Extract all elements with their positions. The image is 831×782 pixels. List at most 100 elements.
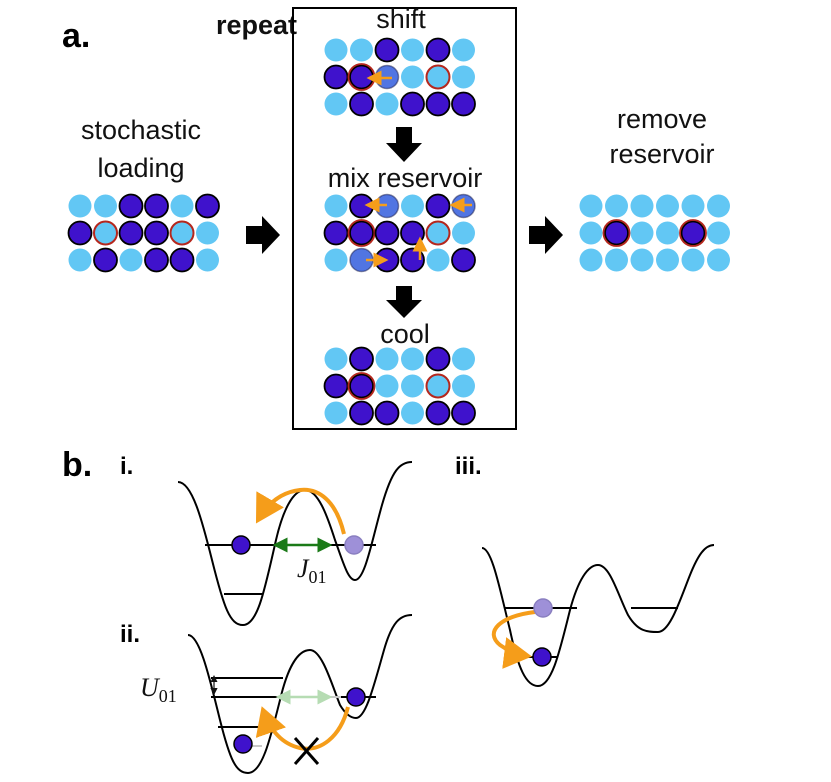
- target-atom: [144, 193, 169, 219]
- reservoir-atom: [68, 248, 92, 272]
- reservoir-atom: [707, 194, 730, 218]
- reservoir-atom: [426, 248, 450, 272]
- target-site-ring: [602, 219, 631, 247]
- reservoir-atom: [119, 248, 143, 272]
- reservoir-atom: [707, 248, 730, 272]
- reservoir-atom: [452, 65, 475, 89]
- atom: [233, 734, 253, 754]
- target-site-filled: [349, 220, 374, 246]
- target-site-empty: [425, 220, 451, 246]
- step-mix-label: mix reservoir: [328, 163, 483, 193]
- arrow-down-icon: [386, 127, 422, 162]
- reservoir-atom: [452, 347, 475, 371]
- reservoir-atom: [681, 248, 705, 272]
- target-atom: [169, 247, 195, 273]
- reservoir-atom: [630, 194, 654, 218]
- target-atom: [144, 247, 169, 273]
- reservoir-atom: [324, 38, 348, 62]
- reservoir-atom: [656, 194, 679, 218]
- target-site-ring: [679, 219, 707, 247]
- target-atom: [93, 247, 118, 273]
- arrow-right-icon: [246, 216, 280, 254]
- reservoir-atom: [605, 248, 628, 272]
- atom-array-final: [579, 194, 730, 272]
- arrow-down-icon: [386, 286, 422, 318]
- reservoir-atom: [324, 347, 348, 371]
- potential-iii: [481, 544, 715, 688]
- reservoir-atom: [630, 248, 654, 272]
- reservoir-atom: [170, 194, 194, 218]
- target-site-empty: [425, 373, 451, 399]
- reservoir-atom: [401, 401, 424, 425]
- step-shift-label: shift: [376, 4, 426, 34]
- sub-panel-i-label: i.: [120, 453, 133, 480]
- repeat-box: [292, 7, 517, 430]
- target-atom: [349, 346, 374, 372]
- atom-array-initial: [67, 193, 220, 273]
- blocked-hop-arrow: [255, 706, 350, 751]
- reservoir-atom: [401, 38, 424, 62]
- reservoir-atom: [452, 374, 475, 398]
- target-atom: [425, 193, 451, 219]
- target-atom: [425, 400, 451, 426]
- initial-label-line1: stochastic: [81, 115, 201, 145]
- target-atom: [374, 400, 400, 426]
- reservoir-atom: [401, 347, 424, 371]
- target-atom: [451, 247, 476, 273]
- target-atom: [195, 193, 220, 219]
- target-atom: [425, 346, 451, 372]
- reservoir-atom: [656, 221, 679, 245]
- potential-ii: U01: [140, 614, 413, 775]
- reservoir-atom: [324, 194, 348, 218]
- step-cool-label: cool: [380, 319, 430, 349]
- target-site-ring: [347, 219, 376, 247]
- target-site-filled: [604, 220, 629, 246]
- atom-array-shift: [323, 37, 476, 117]
- atom-array-cool: [323, 346, 476, 426]
- target-atom: [118, 220, 144, 246]
- reservoir-atom: [68, 194, 92, 218]
- repeat-label: repeat: [216, 10, 297, 40]
- double-well-curve: [187, 614, 413, 775]
- target-site-empty: [93, 220, 118, 246]
- target-atom: [349, 91, 374, 117]
- target-atom: [451, 91, 476, 117]
- initial-label-line2: loading: [97, 153, 184, 183]
- reservoir-atom: [196, 221, 219, 245]
- final-label-line1: remove: [617, 104, 707, 134]
- reservoir-atom: [94, 194, 117, 218]
- reservoir-atom: [605, 194, 628, 218]
- reservoir-atom: [707, 221, 730, 245]
- atom-faded: [344, 535, 364, 555]
- reservoir-atom: [630, 221, 654, 245]
- process-arrows: [246, 127, 563, 318]
- target-atom: [425, 91, 451, 117]
- reservoir-atom: [656, 248, 679, 272]
- tunneling-label: J01: [297, 554, 327, 587]
- panel-a-label: a.: [62, 17, 90, 55]
- reservoir-atom: [579, 248, 603, 272]
- reservoir-atom: [324, 248, 348, 272]
- reservoir-atom: [324, 92, 348, 116]
- reservoir-atom: [375, 347, 399, 371]
- reservoir-atom: [401, 194, 424, 218]
- panel-b-label: b.: [62, 446, 92, 484]
- target-atom: [118, 193, 144, 219]
- moving-atom-background: [350, 248, 373, 272]
- target-atom: [323, 373, 349, 399]
- double-well-curve: [177, 461, 413, 627]
- reservoir-atom: [579, 221, 603, 245]
- atom: [231, 535, 251, 555]
- target-atom: [144, 220, 169, 246]
- target-atom: [400, 91, 425, 117]
- reservoir-atom: [196, 248, 219, 272]
- reservoir-atom: [324, 401, 348, 425]
- target-atom: [67, 220, 93, 246]
- target-atom: [323, 220, 349, 246]
- sub-panel-iii-label: iii.: [455, 453, 482, 480]
- reservoir-atom: [579, 194, 603, 218]
- sub-panel-ii-label: ii.: [120, 621, 140, 648]
- atom: [532, 647, 552, 667]
- reservoir-atom: [401, 374, 424, 398]
